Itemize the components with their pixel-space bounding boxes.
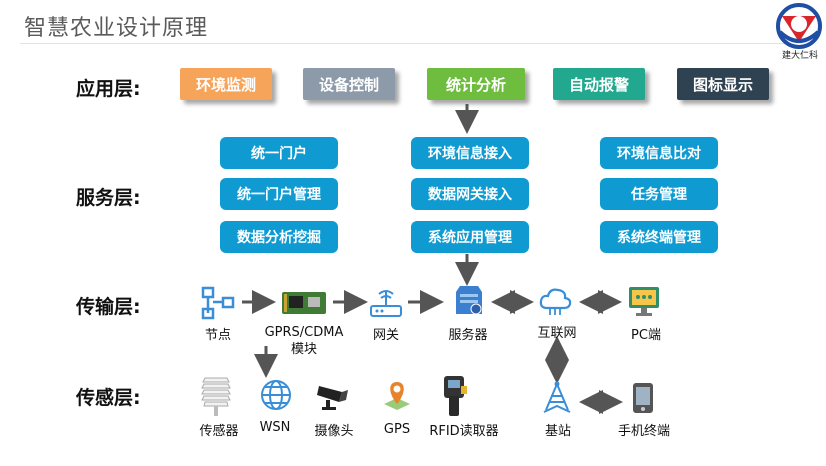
label-internet: 互联网 — [537, 326, 577, 341]
layer-label-transport: 传输层: — [76, 296, 141, 318]
label-gps: GPS — [383, 422, 411, 437]
label-node: 节点 — [204, 328, 231, 343]
service-data-mining: 数据分析挖掘 — [220, 221, 338, 253]
label-gateway: 网关 — [372, 328, 399, 343]
label-wsn: WSN — [259, 420, 291, 435]
service-portal-management: 统一门户管理 — [220, 178, 338, 210]
title-divider — [20, 43, 790, 44]
gps-pin-icon — [384, 382, 410, 410]
service-gateway-access: 数据网关接入 — [411, 178, 529, 210]
company-logo-text: 建大仁科 — [781, 51, 818, 61]
node-icon — [201, 286, 235, 320]
layer-label-sensing: 传感层: — [76, 387, 141, 409]
rfid-reader-icon — [444, 376, 467, 416]
app-environment-monitoring: 环境监测 — [180, 68, 272, 100]
base-station-icon — [543, 381, 571, 413]
sensor-icon — [201, 377, 231, 416]
service-app-management: 系统应用管理 — [411, 221, 529, 253]
label-mobile-terminal: 手机终端 — [617, 424, 670, 439]
layer-label-service: 服务层: — [76, 187, 141, 209]
label-base-station: 基站 — [544, 424, 571, 439]
mobile-phone-icon — [633, 383, 653, 413]
app-statistical-analysis: 统计分析 — [427, 68, 525, 100]
label-rfid-reader: RFID读取器 — [429, 424, 499, 439]
label-sensor: 传感器 — [199, 424, 239, 439]
app-chart-display: 图标显示 — [677, 68, 769, 100]
label-camera: 摄像头 — [314, 424, 354, 439]
service-env-info-compare: 环境信息比对 — [600, 137, 718, 169]
app-auto-alarm: 自动报警 — [553, 68, 645, 100]
layer-label-application: 应用层: — [76, 78, 141, 100]
company-logo — [776, 3, 822, 49]
page-title: 智慧农业设计原理 — [24, 16, 209, 41]
server-icon — [456, 286, 482, 315]
internet-cloud-icon — [539, 288, 572, 315]
camera-icon — [317, 386, 348, 410]
label-gprs-module: GPRS/CDMA 模块 — [264, 325, 344, 357]
service-task-management: 任务管理 — [600, 178, 718, 210]
gateway-router-icon — [370, 290, 402, 317]
gprs-module-icon — [282, 292, 326, 314]
service-terminal-management: 系统终端管理 — [600, 221, 718, 253]
label-server: 服务器 — [448, 328, 488, 343]
label-pc: PC端 — [631, 328, 661, 343]
service-unified-portal: 统一门户 — [220, 137, 338, 169]
wsn-globe-icon — [261, 380, 291, 410]
app-device-control: 设备控制 — [303, 68, 395, 100]
pc-monitor-icon — [629, 287, 659, 316]
service-env-info-access: 环境信息接入 — [411, 137, 529, 169]
